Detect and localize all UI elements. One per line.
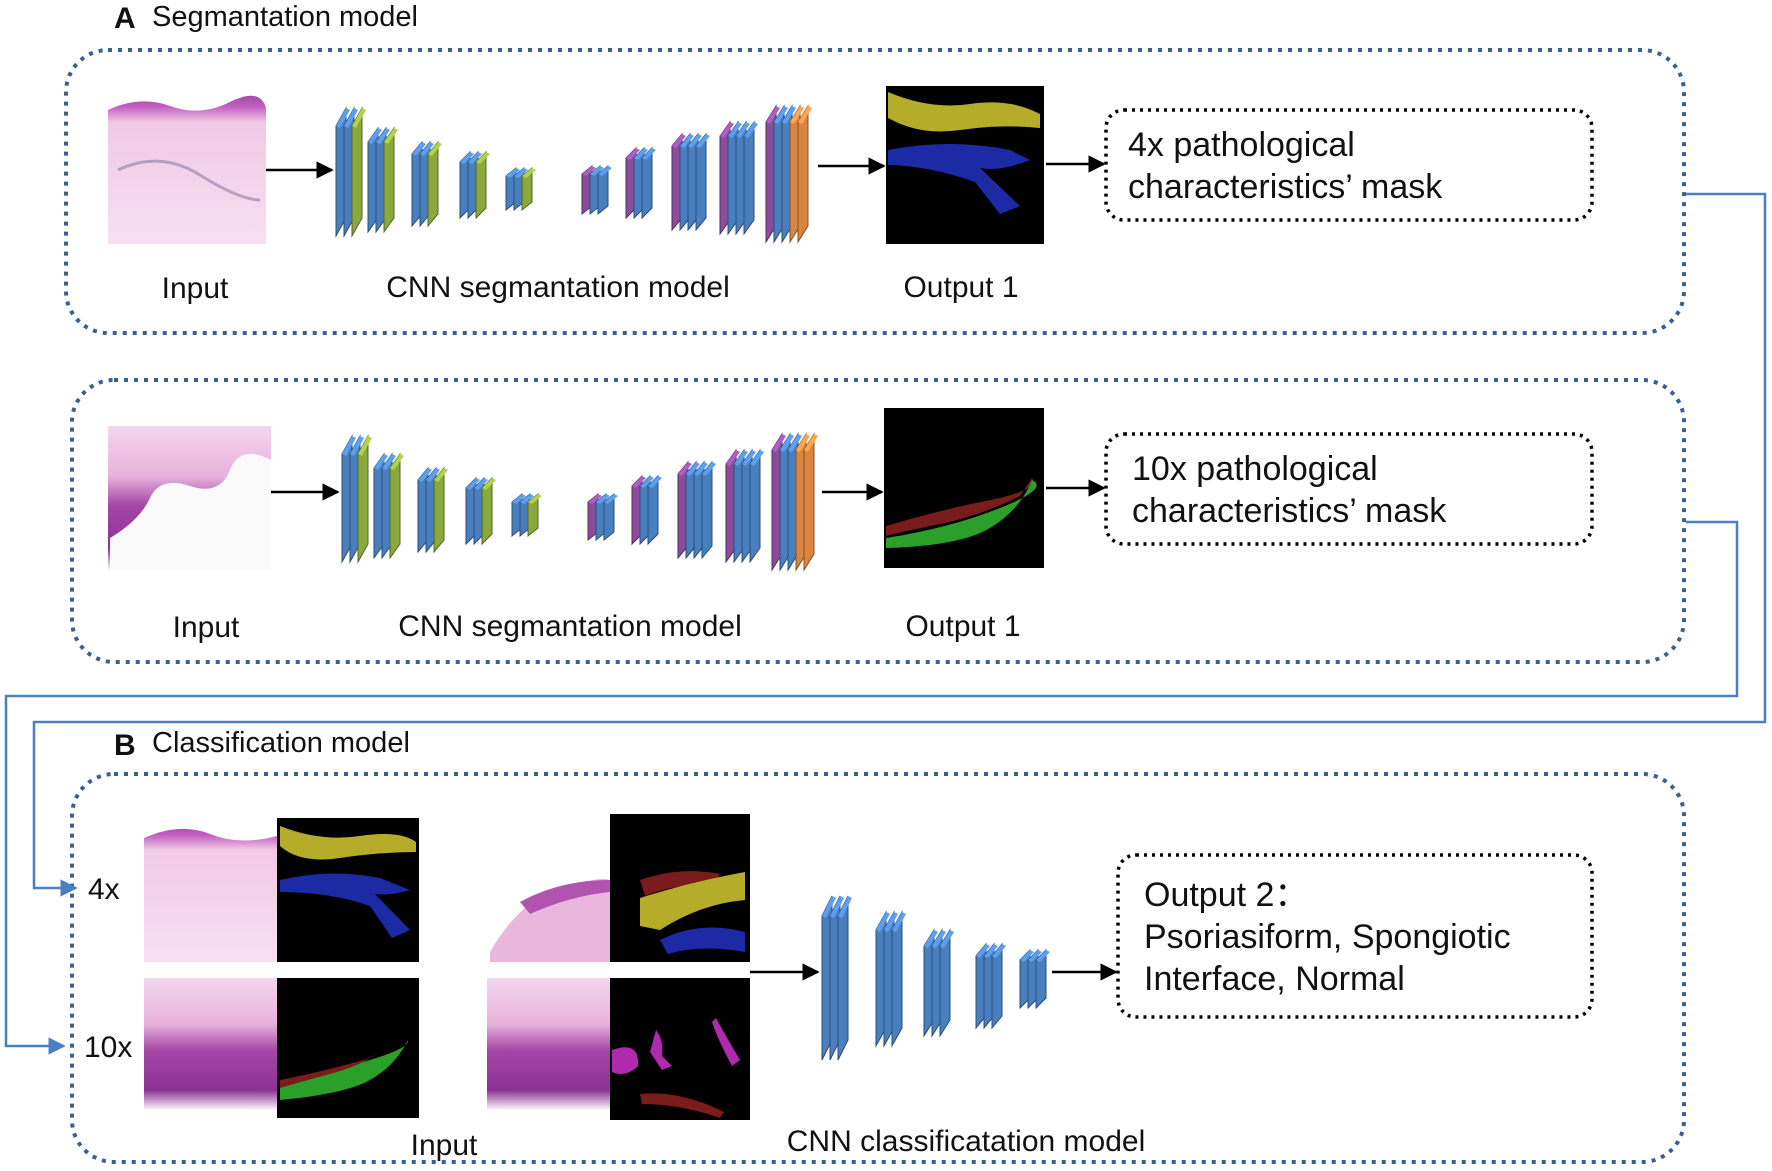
- row1-result-line1: 4x pathological: [1128, 126, 1355, 164]
- row1-layer-6-3: [597, 164, 612, 216]
- row1-model-label: CNN segmantation model: [386, 271, 730, 304]
- row2-layer-10-5: [803, 432, 818, 572]
- row2-layer-2-3: [389, 452, 404, 560]
- classification-net: [821, 895, 1050, 1061]
- row2-layer-7-3: [647, 474, 662, 546]
- classification-layer-5-3: [1035, 948, 1050, 1010]
- scale-label-10x: 10x: [84, 1031, 133, 1064]
- section-a-letter: A: [114, 2, 136, 35]
- row1-input-tissue-image: [108, 88, 266, 244]
- row1-segmentation-net: [335, 104, 812, 244]
- section-b-letter: B: [114, 729, 136, 762]
- classification-4x-mask-image: [277, 818, 419, 962]
- row2-layer-6-3: [603, 492, 618, 542]
- row2-layer-8-4: [701, 460, 716, 560]
- row1-result-box: [1104, 108, 1594, 222]
- row2-segmentation-net: [341, 432, 818, 572]
- row2-layer-1-3: [357, 434, 372, 564]
- classification-input-label: Input: [410, 1129, 478, 1162]
- classification-4x-mask-image-alt: [610, 814, 750, 962]
- row2-layer-4-3: [481, 476, 496, 546]
- row1-layer-9-4: [743, 120, 758, 236]
- row1-frame: [64, 48, 1686, 335]
- row2-output-label: Output 1: [905, 610, 1021, 643]
- connector-4x-mask-to-classifier: [32, 192, 1767, 897]
- row1-output-mask-image: [886, 86, 1044, 244]
- row2-result-line2: characteristics’ mask: [1132, 492, 1447, 530]
- row1-layer-7-3: [641, 146, 656, 220]
- row1-input-label: Input: [161, 272, 229, 305]
- row2-input-label: Input: [172, 611, 240, 644]
- classification-10x-mask-image: [277, 978, 419, 1118]
- row2-input-tissue-image: [108, 426, 271, 570]
- classification-layer-2-3: [891, 910, 906, 1048]
- section-a-title: Segmantation model: [152, 1, 418, 33]
- section-b-title: Classification model: [152, 727, 410, 759]
- row2-frame: [70, 378, 1686, 664]
- classification-model-label: CNN classificatation model: [786, 1125, 1146, 1158]
- row2-result-line1: 10x pathological: [1132, 450, 1378, 488]
- classification-frame: [70, 772, 1686, 1164]
- row2-output-mask-image: [884, 408, 1044, 568]
- classification-layer-1-3: [837, 895, 852, 1061]
- row2-layer-9-4: [749, 448, 764, 564]
- classification-result-line3: Interface, Normal: [1144, 960, 1405, 998]
- row1-layer-1-3: [351, 106, 366, 238]
- classification-10x-mask-image-alt: [610, 978, 750, 1120]
- classification-10x-tissue-image-alt: [487, 978, 610, 1110]
- row1-layer-2-3: [383, 126, 398, 234]
- row1-layer-10-5: [797, 104, 812, 244]
- classification-4x-tissue-image-alt: [487, 868, 610, 962]
- classification-result-line2: Psoriasiform, Spongiotic: [1144, 918, 1511, 956]
- scale-label-4x: 4x: [88, 873, 120, 906]
- row1-layer-4-3: [475, 150, 490, 220]
- row2-result-box: [1104, 432, 1594, 546]
- row2-model-label: CNN segmantation model: [398, 610, 742, 643]
- row1-layer-5-3: [521, 166, 536, 212]
- classification-result-line1: Output 2：: [1144, 876, 1309, 914]
- row2-layer-5-3: [527, 492, 542, 538]
- row1-layer-3-3: [427, 140, 442, 228]
- row1-output-label: Output 1: [903, 271, 1019, 304]
- classification-result-box: [1116, 853, 1594, 1019]
- row1-layer-8-4: [695, 132, 710, 232]
- classification-10x-tissue-image: [144, 978, 277, 1110]
- classification-layer-4-3: [991, 942, 1006, 1030]
- row1-result-line2: characteristics’ mask: [1128, 168, 1443, 206]
- connector-10x-mask-to-classifier: [4, 520, 1739, 1055]
- classification-4x-tissue-image: [144, 818, 277, 962]
- row2-layer-3-3: [433, 466, 448, 554]
- classification-layer-3-3: [939, 928, 954, 1038]
